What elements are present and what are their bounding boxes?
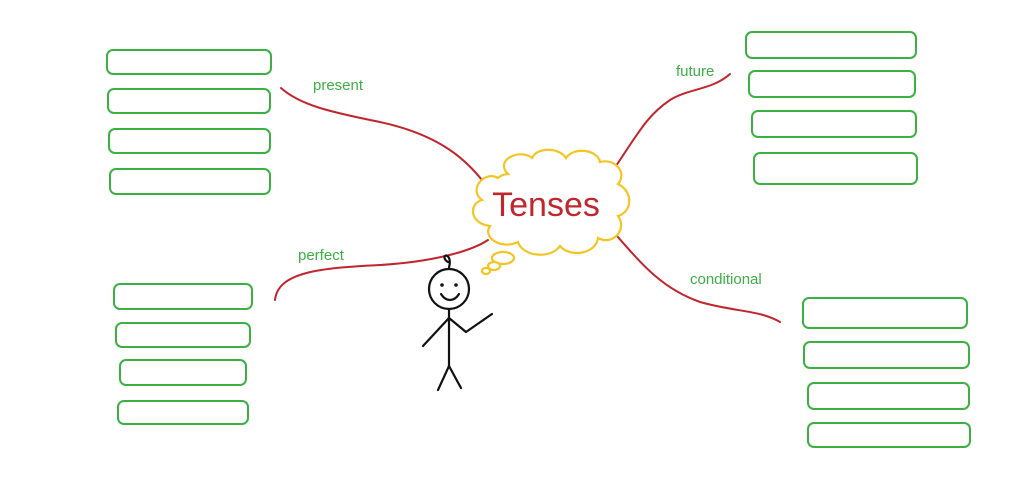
present-branch-line xyxy=(280,87,489,189)
thought-cloud-icon xyxy=(472,148,631,276)
branch-label-present: present xyxy=(313,77,364,94)
conditional-answer-box[interactable] xyxy=(807,422,971,448)
present-box-group xyxy=(106,49,272,195)
perfect-answer-box[interactable] xyxy=(115,322,251,348)
future-answer-box[interactable] xyxy=(751,110,917,138)
conditional-box-group xyxy=(802,297,971,448)
perfect-answer-box[interactable] xyxy=(119,359,247,386)
future-answer-box[interactable] xyxy=(748,70,916,98)
conditional-answer-box[interactable] xyxy=(803,341,970,369)
present-answer-box[interactable] xyxy=(108,128,271,154)
conditional-answer-box[interactable] xyxy=(802,297,968,329)
perfect-box-group xyxy=(113,283,253,425)
branch-label-conditional: conditional xyxy=(690,271,762,288)
present-answer-box[interactable] xyxy=(106,49,272,75)
perfect-answer-box[interactable] xyxy=(113,283,253,310)
stick-figure-icon xyxy=(421,254,494,392)
conditional-branch-line xyxy=(609,227,781,323)
perfect-answer-box[interactable] xyxy=(117,400,249,425)
future-branch-line xyxy=(615,73,731,167)
conditional-answer-box[interactable] xyxy=(807,382,970,410)
center-topic-label: Tenses xyxy=(492,186,600,224)
branch-label-future: future xyxy=(676,63,714,80)
present-answer-box[interactable] xyxy=(107,88,271,114)
present-answer-box[interactable] xyxy=(109,168,271,195)
branch-label-perfect: perfect xyxy=(298,247,345,264)
future-box-group xyxy=(745,31,918,185)
future-answer-box[interactable] xyxy=(753,152,918,185)
future-answer-box[interactable] xyxy=(745,31,917,59)
perfect-branch-line xyxy=(274,239,489,301)
